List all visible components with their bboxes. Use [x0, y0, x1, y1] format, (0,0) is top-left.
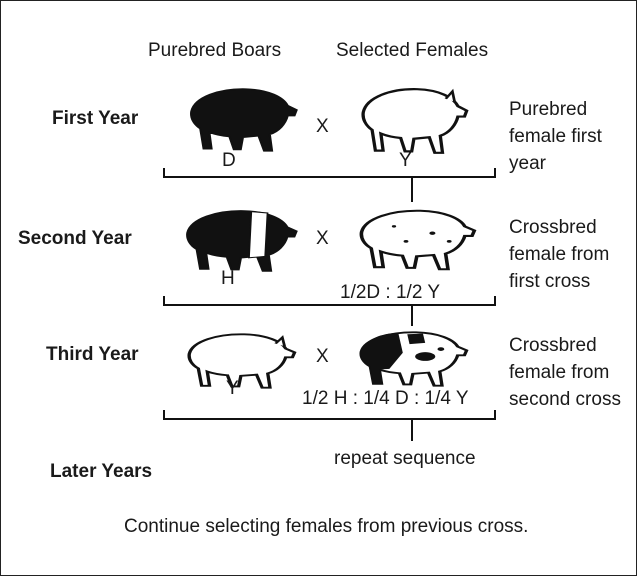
female-crossbred-1-pig-icon [358, 206, 478, 274]
boar-breed-d: D [222, 150, 236, 172]
description-second-year: Crossbred female from first cross [509, 214, 631, 295]
cross-symbol-1: X [316, 116, 329, 138]
cross-symbol-3: X [316, 346, 329, 368]
female-breed-y: Y [399, 150, 412, 172]
female-crossbred-2-pig-icon [358, 328, 470, 390]
header-purebred-boars: Purebred Boars [148, 40, 281, 62]
female-y-pig-icon [360, 84, 470, 158]
year-label-first: First Year [52, 108, 138, 130]
year-label-second: Second Year [18, 228, 132, 250]
boar-breed-h: H [221, 268, 235, 290]
description-third-year: Crossbred female from second cross [509, 332, 631, 413]
description-first-year: Purebred female first year [509, 96, 631, 177]
footer-instruction: Continue selecting females from previous… [124, 516, 528, 538]
cross-symbol-2: X [316, 228, 329, 250]
boar-d-pig-icon [188, 84, 300, 156]
year-label-third: Third Year [46, 344, 139, 366]
female-breed-crossbred-2: 1/2 H : 1/4 D : 1/4 Y [302, 388, 469, 410]
year-label-later: Later Years [50, 461, 152, 483]
female-breed-crossbred-1: 1/2D : 1/2 Y [340, 282, 440, 304]
header-selected-females: Selected Females [336, 40, 488, 62]
repeat-sequence-note: repeat sequence [334, 448, 476, 470]
boar-y-pig-icon [186, 330, 298, 392]
boar-breed-y: Y [226, 378, 239, 400]
boar-h-pig-icon [184, 206, 300, 276]
